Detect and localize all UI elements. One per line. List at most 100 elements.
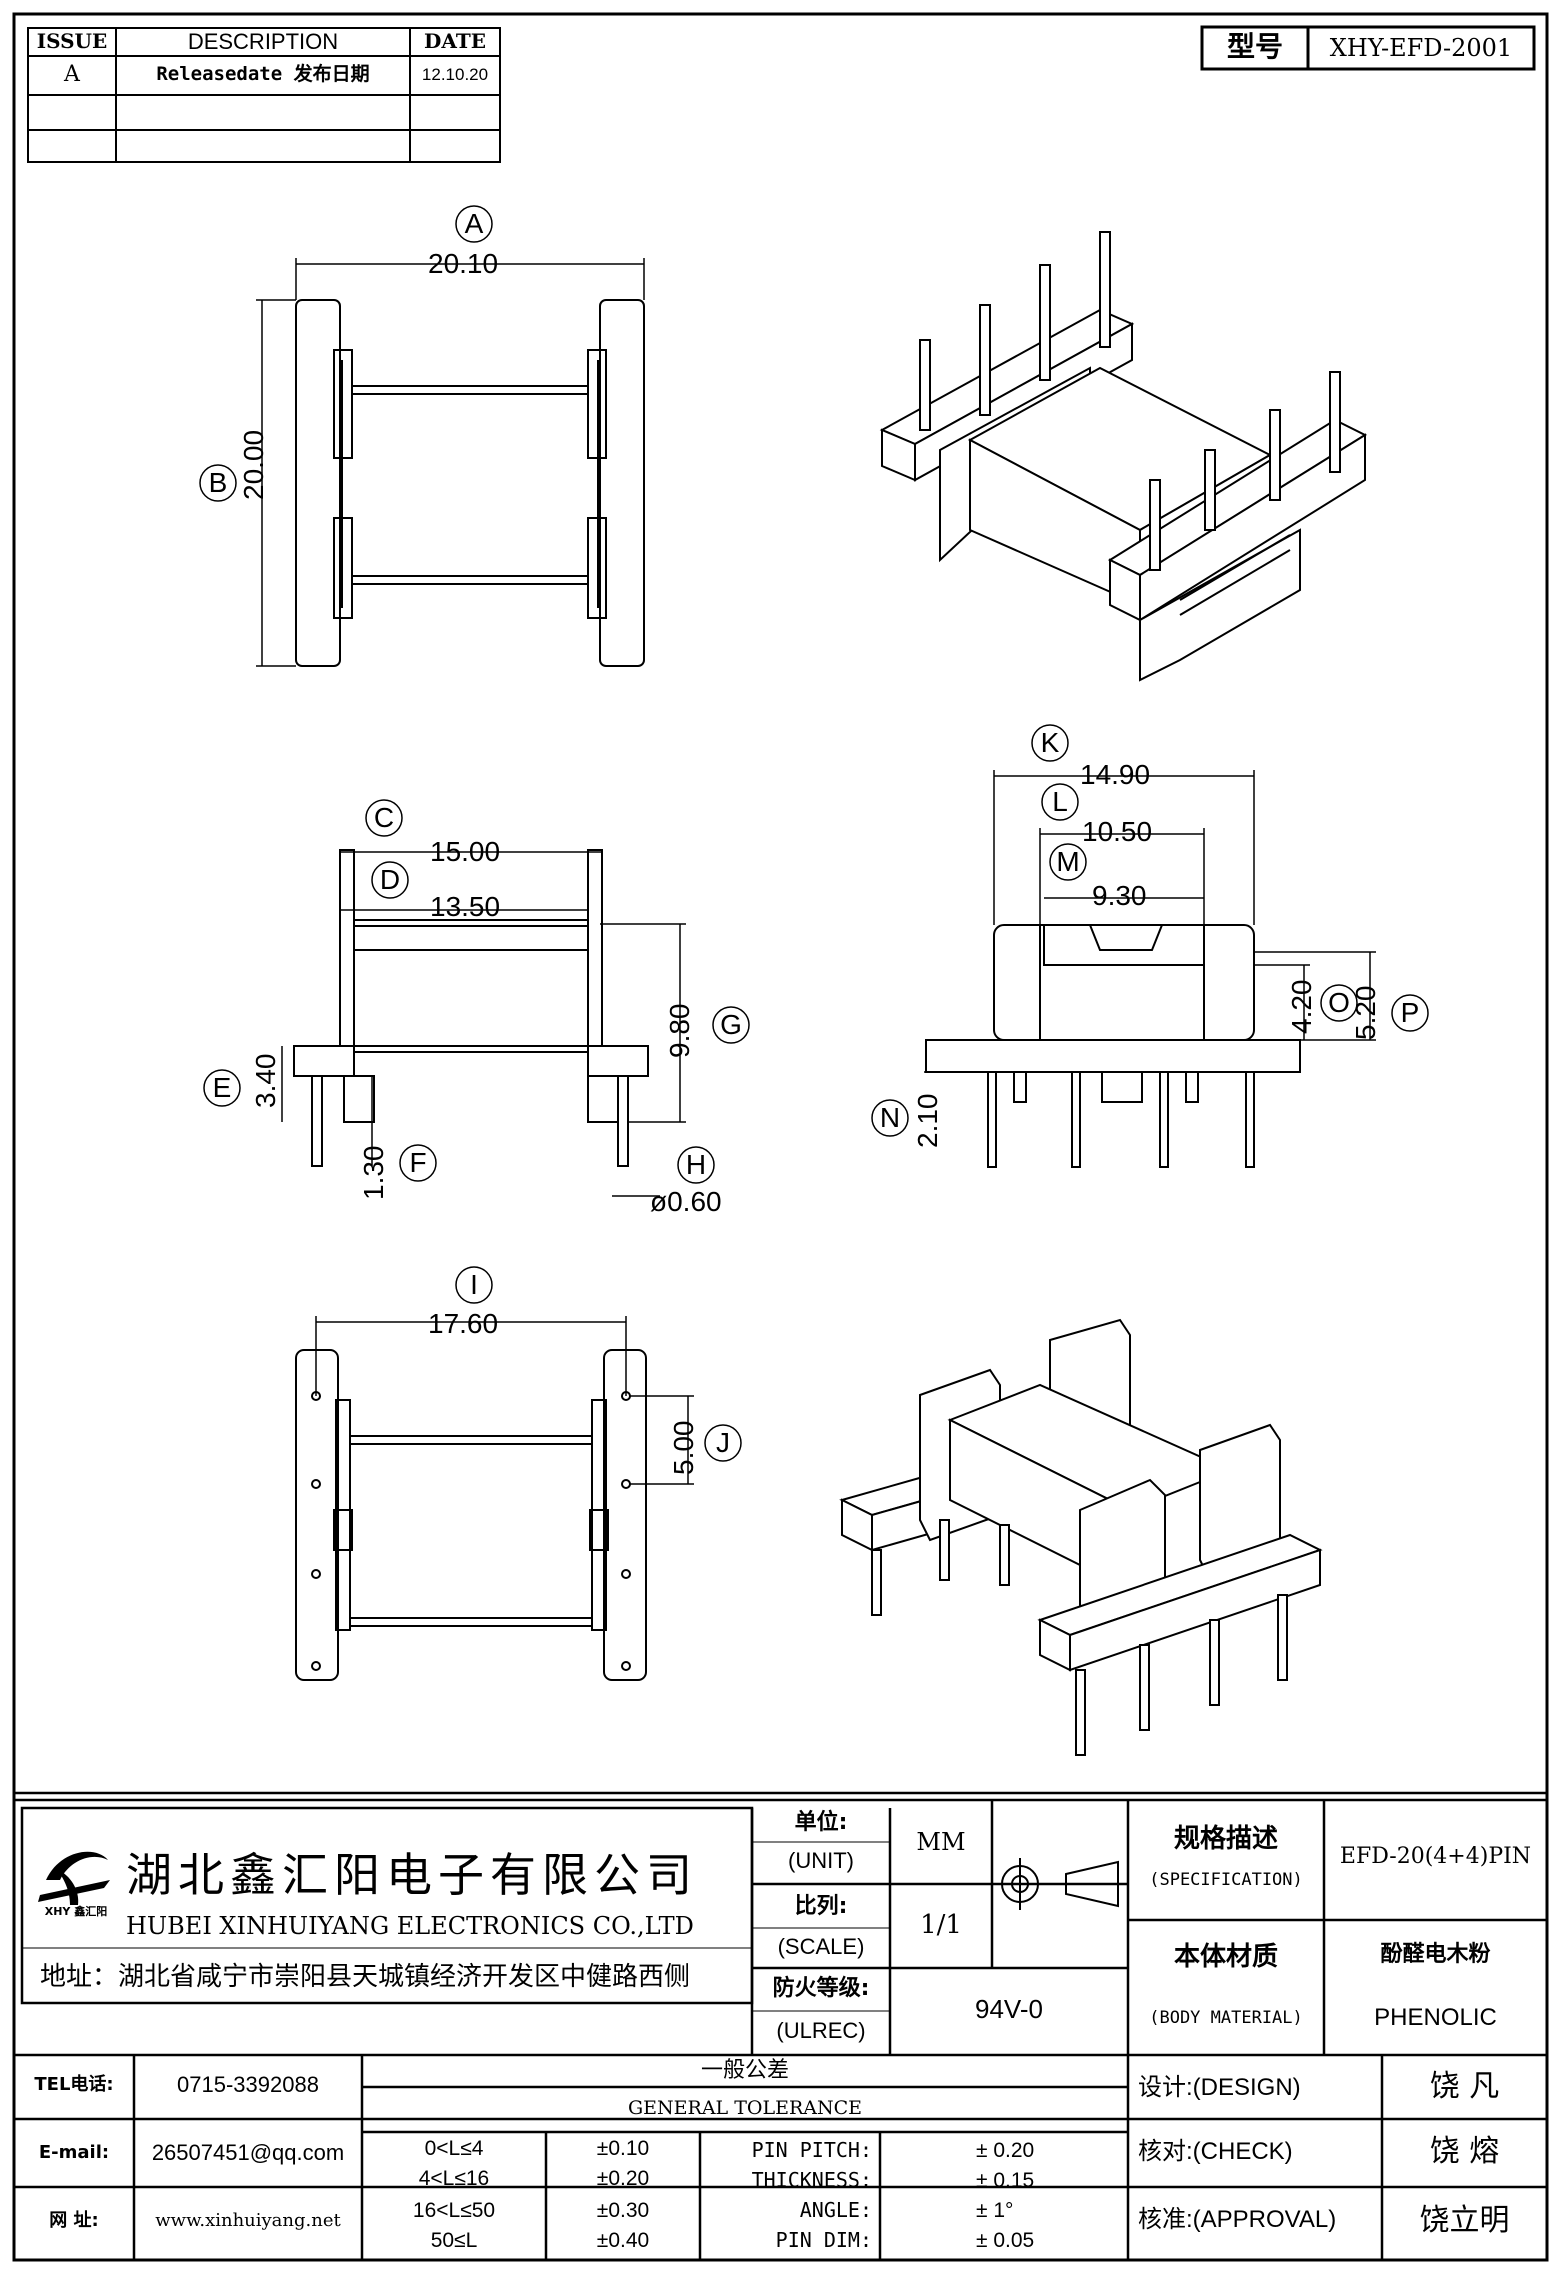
projection-symbol-icon bbox=[994, 1858, 1126, 1910]
dim-value-b: 20.00 bbox=[238, 429, 269, 500]
dim-value-f: 1.30 bbox=[358, 1145, 389, 1201]
dim-letter-l: L bbox=[1052, 786, 1068, 817]
pin-dim-label: PIN DIM: bbox=[775, 2228, 872, 2252]
dim-value-i: 17.60 bbox=[428, 1308, 499, 1339]
scale-value: 1/1 bbox=[920, 1910, 962, 1940]
front-view bbox=[925, 924, 1301, 1168]
dim-value-o: 4.20 bbox=[1286, 979, 1317, 1035]
approval-label: 核准:(APPROVAL) bbox=[1138, 2206, 1337, 2233]
top-view bbox=[295, 299, 645, 667]
tolerance-value-4: ±0.40 bbox=[596, 2229, 650, 2252]
email-value: 26507451@qq.com bbox=[151, 2140, 345, 2165]
model-value: XHY-EFD-2001 bbox=[1329, 34, 1513, 62]
dim-letter-a: A bbox=[464, 208, 484, 239]
dim-value-k: 14.90 bbox=[1080, 759, 1151, 790]
thickness-value: ± 0.15 bbox=[976, 2169, 1035, 2192]
tolerance-range-1: 0<L≤4 bbox=[424, 2137, 484, 2160]
dim-lines-front bbox=[871, 724, 1429, 1137]
tolerance-value-1: ±0.10 bbox=[596, 2137, 650, 2160]
dim-value-a: 20.10 bbox=[428, 248, 499, 279]
design-label: 设计:(DESIGN) bbox=[1138, 2074, 1301, 2101]
dim-value-l: 10.50 bbox=[1082, 816, 1153, 847]
check-label: 核对:(CHECK) bbox=[1138, 2138, 1293, 2165]
dim-letter-h: H bbox=[685, 1149, 707, 1180]
company-name-cn: 湖北鑫汇阳电子有限公司 bbox=[126, 1848, 698, 1902]
dim-letter-b: B bbox=[208, 467, 228, 498]
tolerance-range-4: 50≤L bbox=[430, 2229, 478, 2252]
dim-lines-side bbox=[203, 799, 750, 1197]
dim-value-j: 5.00 bbox=[668, 1420, 699, 1476]
tel-value: 0715-3392088 bbox=[177, 2072, 319, 2097]
dim-value-g: 9.80 bbox=[664, 1003, 695, 1059]
dim-value-p: 5.20 bbox=[1350, 985, 1381, 1041]
dim-letter-n: N bbox=[879, 1102, 901, 1133]
side-view bbox=[293, 849, 649, 1167]
company-address: 地址：湖北省咸宁市崇阳县天城镇经济开发区中健路西侧 bbox=[40, 1962, 691, 1992]
iso-view-bottom bbox=[839, 1318, 1323, 1672]
title-block-thin bbox=[22, 1841, 890, 2012]
iso-view-bottom-pins bbox=[871, 1519, 1288, 1756]
email-label: E-mail: bbox=[38, 2142, 110, 2163]
material-label-en: (BODY MATERIAL) bbox=[1149, 2008, 1303, 2028]
dim-letter-i: I bbox=[470, 1269, 478, 1300]
material-value-cn: 酚醛电木粉 bbox=[1380, 1942, 1491, 1967]
rev-header-description: DESCRIPTION bbox=[187, 29, 339, 54]
material-value-en: PHENOLIC bbox=[1374, 2004, 1497, 2031]
tel-label: TEL电话: bbox=[34, 2074, 114, 2095]
revision-table-grid bbox=[27, 27, 501, 163]
spec-value: EFD-20(4+4)PIN bbox=[1339, 1844, 1532, 1869]
dim-value-m: 9.30 bbox=[1092, 880, 1147, 911]
dim-lines-top bbox=[199, 205, 645, 667]
dim-value-d: 13.50 bbox=[430, 891, 501, 922]
dim-letter-p: P bbox=[1400, 997, 1420, 1028]
unit-value: MM bbox=[916, 1828, 966, 1856]
company-logo-text: XHY 鑫汇阳 bbox=[44, 1905, 108, 1918]
pin-dim-value: ± 0.05 bbox=[976, 2229, 1035, 2252]
pin-pitch-label: PIN PITCH: bbox=[751, 2138, 872, 2162]
dim-letter-d: D bbox=[379, 864, 401, 895]
angle-label: ANGLE: bbox=[799, 2198, 872, 2222]
dim-value-e: 3.40 bbox=[250, 1053, 281, 1109]
dim-letter-j: J bbox=[716, 1427, 730, 1458]
tolerance-title-en: GENERAL TOLERANCE bbox=[627, 2097, 863, 2119]
tolerance-value-3: ±0.30 bbox=[596, 2199, 650, 2222]
pin-pitch-value: ± 0.20 bbox=[976, 2139, 1035, 2162]
dim-letter-o: O bbox=[1328, 987, 1350, 1018]
dim-letter-e: E bbox=[212, 1072, 232, 1103]
dim-value-c: 15.00 bbox=[430, 836, 501, 867]
tolerance-value-2: ±0.20 bbox=[596, 2167, 650, 2190]
material-label-cn: 本体材质 bbox=[1173, 1942, 1278, 1972]
rev-header-date: DATE bbox=[424, 29, 486, 53]
dim-letter-f: F bbox=[409, 1147, 427, 1178]
web-value: www.xinhuiyang.net bbox=[155, 2210, 341, 2231]
unit-label-en: (UNIT) bbox=[788, 1848, 854, 1873]
dim-letter-m: M bbox=[1056, 846, 1080, 877]
angle-value: ± 1° bbox=[976, 2199, 1014, 2222]
spec-label-en: (SPECIFICATION) bbox=[1149, 1870, 1303, 1890]
tolerance-range-3: 16<L≤50 bbox=[412, 2199, 496, 2222]
design-value: 饶 凡 bbox=[1429, 2069, 1500, 2104]
spec-label-cn: 规格描述 bbox=[1173, 1824, 1278, 1854]
scale-label-en: (SCALE) bbox=[777, 1934, 865, 1959]
thickness-label: THICKNESS: bbox=[751, 2168, 872, 2192]
check-value: 饶 熔 bbox=[1429, 2134, 1500, 2169]
scale-label-cn: 比列: bbox=[794, 1894, 848, 1919]
tolerance-range-2: 4<L≤16 bbox=[418, 2167, 490, 2190]
rev-row-issue: A bbox=[64, 62, 80, 87]
dim-value-n: 2.10 bbox=[912, 1093, 943, 1149]
bottom-view bbox=[295, 1349, 647, 1681]
ulrec-label-cn: 防火等级: bbox=[772, 1976, 870, 2001]
rev-header-issue: ISSUE bbox=[36, 29, 108, 53]
unit-label-cn: 单位: bbox=[794, 1810, 848, 1835]
dim-letter-g: G bbox=[720, 1009, 742, 1040]
dim-letter-c: C bbox=[373, 802, 395, 833]
dim-letter-k: K bbox=[1040, 727, 1060, 758]
dim-value-h: ø0.60 bbox=[650, 1186, 722, 1217]
ulrec-value: 94V-0 bbox=[975, 1994, 1043, 2024]
rev-row-description: Releasedate 发布日期 bbox=[156, 63, 370, 85]
approval-value: 饶立明 bbox=[1419, 2203, 1510, 2238]
web-label: 网 址: bbox=[49, 2210, 99, 2231]
dim-lines-bottom bbox=[315, 1266, 742, 1485]
company-logo-icon bbox=[38, 1851, 110, 1905]
